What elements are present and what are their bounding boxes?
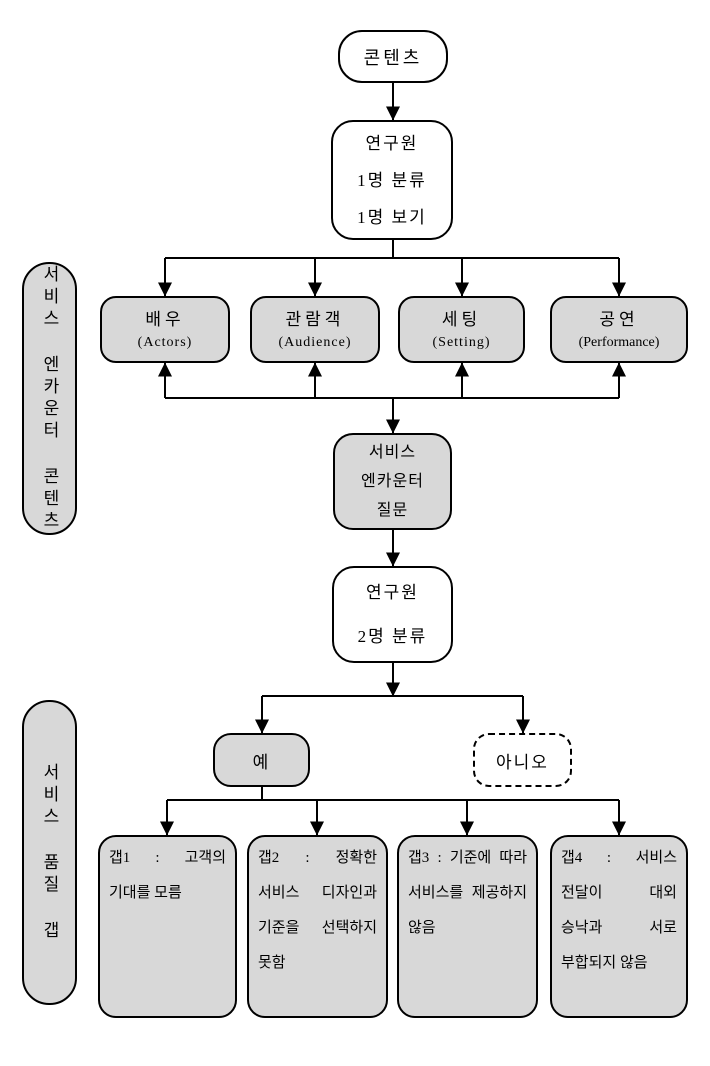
- node-label: 콘텐츠: [363, 47, 423, 68]
- node-gap-1: 갭1 : 고객의 기대를 모름: [98, 835, 237, 1018]
- gap-label: 갭2 : 정확한 서비스 디자인과 기준을 선택하지 못함: [258, 850, 377, 971]
- node-audience: 관람객 (Audience): [250, 296, 380, 363]
- node-label-en: (Actors): [137, 334, 193, 350]
- stage-capsule-label: 서비스 엔카운터 콘텐츠: [40, 264, 59, 533]
- node-label: 서비스 엔카운터 질문: [361, 444, 424, 519]
- gap-label: 갭3 : 기준에 따라 서비스를 제공하지 않음: [408, 850, 527, 936]
- stage-capsule-service-quality-gap: 서비스 품질 갭: [22, 700, 77, 1005]
- node-gap-2: 갭2 : 정확한 서비스 디자인과 기준을 선택하지 못함: [247, 835, 388, 1018]
- node-performance: 공연 (Performance): [550, 296, 688, 363]
- node-label: 아니오: [496, 752, 549, 772]
- node-decision-yes: 예: [213, 733, 310, 787]
- node-researcher-2: 연구원 2명 분류: [332, 566, 453, 663]
- stage-capsule-label: 서비스 품질 갭: [40, 762, 59, 943]
- node-gap-3: 갭3 : 기준에 따라 서비스를 제공하지 않음: [397, 835, 538, 1018]
- node-label-en: (Performance): [578, 334, 660, 350]
- node-contents: 콘텐츠: [338, 30, 448, 83]
- gap-label: 갭1 : 고객의 기대를 모름: [109, 850, 226, 901]
- node-label: 예: [252, 752, 271, 772]
- node-label-ko: 배우: [145, 309, 185, 329]
- node-label-ko: 세팅: [441, 309, 482, 329]
- node-label: 연구원 2명 분류: [357, 582, 428, 646]
- node-actors: 배우 (Actors): [100, 296, 230, 363]
- node-setting: 세팅 (Setting): [398, 296, 525, 363]
- node-label-ko: 관람객: [285, 309, 345, 329]
- stage-capsule-service-encounter-contents: 서비스 엔카운터 콘텐츠: [22, 262, 77, 535]
- node-label-en: (Audience): [278, 334, 352, 350]
- node-researcher-1: 연구원 1명 분류 1명 보기: [331, 120, 453, 240]
- node-label: 연구원 1명 분류 1명 보기: [357, 133, 427, 227]
- node-service-encounter-question: 서비스 엔카운터 질문: [333, 433, 452, 530]
- node-decision-no: 아니오: [473, 733, 572, 787]
- node-label-en: (Setting): [432, 334, 491, 350]
- node-label-ko: 공연: [599, 309, 639, 329]
- gap-label: 갭4 : 서비스 전달이 대외 승낙과 서로 부합되지 않음: [561, 850, 677, 971]
- node-gap-4: 갭4 : 서비스 전달이 대외 승낙과 서로 부합되지 않음: [550, 835, 688, 1018]
